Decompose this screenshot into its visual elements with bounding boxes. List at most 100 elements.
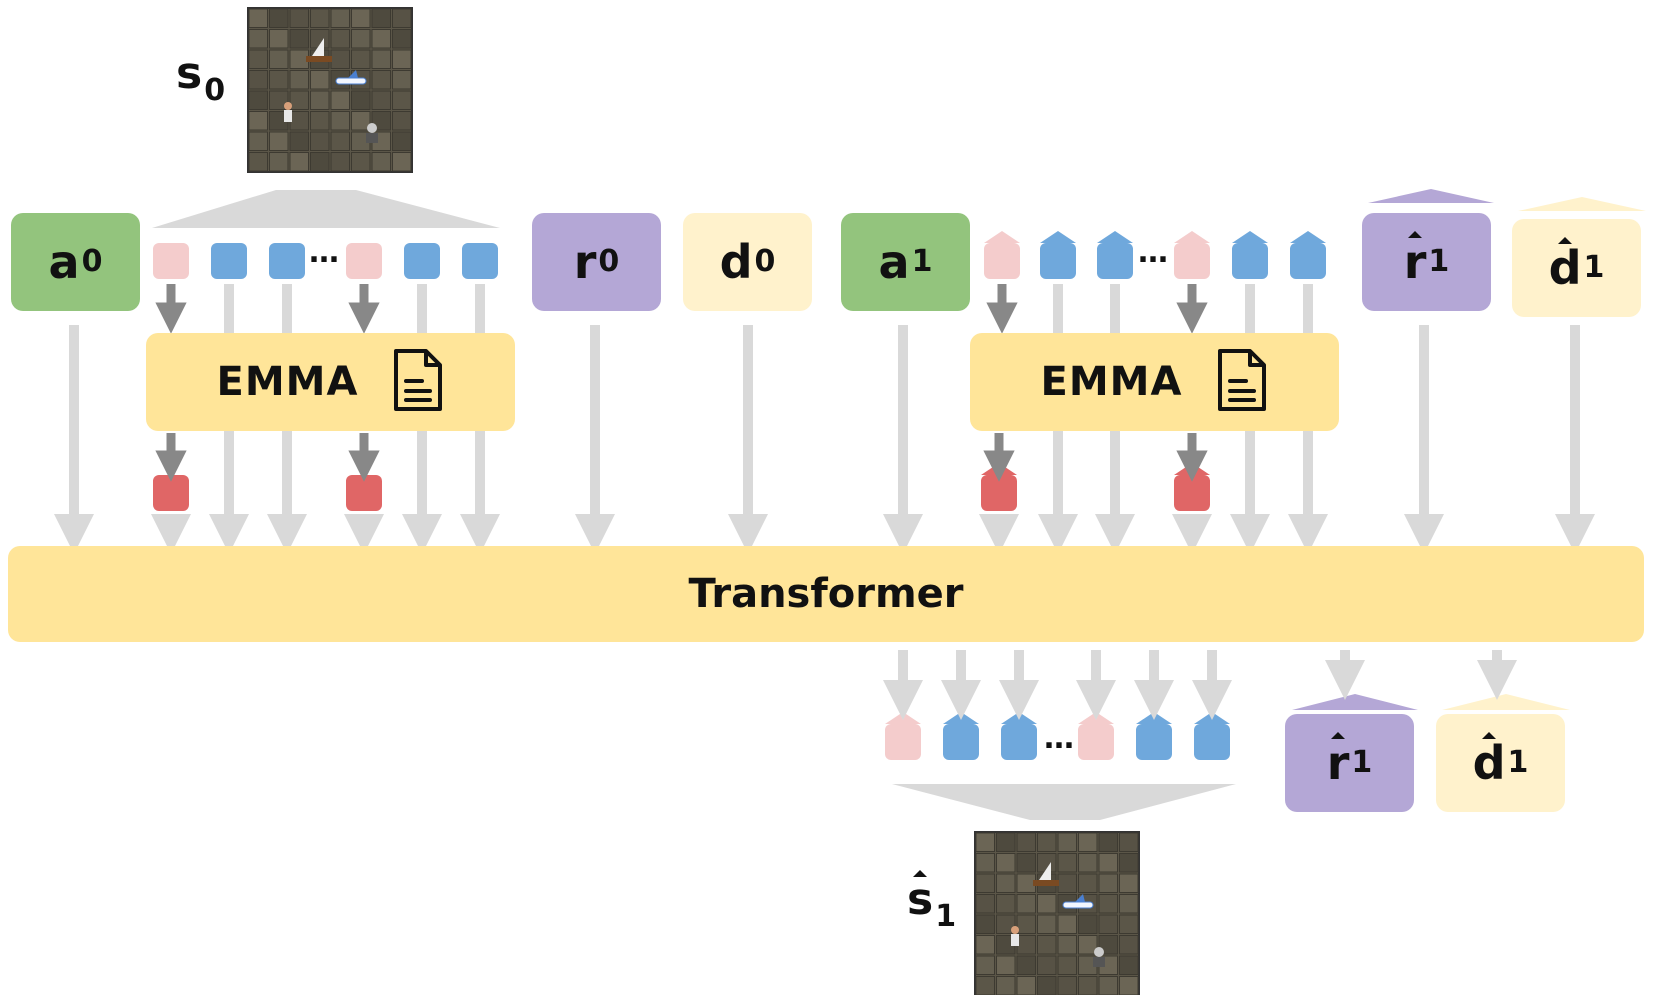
person-icon bbox=[1011, 926, 1019, 934]
boat-hull bbox=[1033, 880, 1059, 886]
document-icon bbox=[392, 347, 444, 417]
grid-tile bbox=[248, 29, 268, 49]
token-red bbox=[1174, 475, 1210, 511]
grid-tile bbox=[269, 49, 289, 69]
grid-tile bbox=[975, 873, 995, 893]
grid-tile bbox=[310, 131, 330, 151]
grid-tile bbox=[330, 90, 350, 110]
token-red bbox=[981, 475, 1017, 511]
grid-tile bbox=[1016, 914, 1036, 934]
grid-tile bbox=[310, 8, 330, 28]
token-pink bbox=[1078, 724, 1114, 760]
token-blue bbox=[1097, 243, 1133, 279]
grid-tile bbox=[289, 8, 309, 28]
grid-tile bbox=[1119, 955, 1139, 975]
grid-tile bbox=[1098, 873, 1118, 893]
grid-tile bbox=[351, 49, 371, 69]
grid-tile bbox=[330, 152, 350, 172]
state-label-s0: s0 bbox=[176, 48, 226, 108]
grid-tile bbox=[1098, 894, 1118, 914]
grid-tile bbox=[330, 8, 350, 28]
grid-tile bbox=[1078, 935, 1098, 955]
grid-tile bbox=[1098, 914, 1118, 934]
grid-tile bbox=[248, 8, 268, 28]
done-hat-bottom bbox=[1442, 694, 1570, 710]
grid-tile bbox=[269, 29, 289, 49]
token-blue bbox=[404, 243, 440, 279]
grid-tile bbox=[996, 976, 1016, 995]
grid-tile bbox=[1016, 976, 1036, 995]
grid-tile bbox=[392, 152, 412, 172]
tokens-encoded bbox=[153, 463, 1210, 511]
token-pink bbox=[885, 724, 921, 760]
grid-tile bbox=[996, 832, 1016, 852]
token-blue bbox=[1040, 243, 1076, 279]
grid-tile bbox=[1119, 873, 1139, 893]
token-blue bbox=[269, 243, 305, 279]
grid-tile bbox=[1098, 935, 1118, 955]
token-blue-hat bbox=[1097, 231, 1133, 243]
grid-tile bbox=[975, 894, 995, 914]
grid-tile bbox=[1057, 914, 1077, 934]
grid-tile bbox=[310, 70, 330, 90]
grid-tile bbox=[269, 90, 289, 110]
grid-tile bbox=[1037, 935, 1057, 955]
grid-tile bbox=[310, 152, 330, 172]
reward-hat-bottom bbox=[1292, 694, 1418, 710]
grid-tile bbox=[289, 70, 309, 90]
grid-tile bbox=[371, 152, 391, 172]
emma-label-left: EMMA bbox=[216, 359, 359, 405]
grid-tile bbox=[1037, 955, 1057, 975]
grid-tile bbox=[371, 111, 391, 131]
emma-label-right: EMMA bbox=[1040, 359, 1183, 405]
grid-tile bbox=[1016, 832, 1036, 852]
grid-tile bbox=[1078, 853, 1098, 873]
grid-tile bbox=[392, 8, 412, 28]
token-blue bbox=[1232, 243, 1268, 279]
transformer-label: Transformer bbox=[688, 571, 964, 617]
grid-tile bbox=[1057, 976, 1077, 995]
robot-body bbox=[1093, 957, 1105, 967]
grid-tile bbox=[351, 111, 371, 131]
token-blue bbox=[462, 243, 498, 279]
grid-tile bbox=[330, 29, 350, 49]
grid-tile bbox=[1119, 914, 1139, 934]
grid-tile bbox=[1119, 894, 1139, 914]
grid-tile bbox=[330, 131, 350, 151]
document-icon bbox=[1216, 347, 1268, 417]
token-pink bbox=[153, 243, 189, 279]
grid-tile bbox=[1119, 853, 1139, 873]
grid-tile bbox=[975, 832, 995, 852]
grid-tile bbox=[310, 90, 330, 110]
grid-tile bbox=[248, 90, 268, 110]
ellipsis-tokens-left: … bbox=[309, 235, 339, 270]
grid-tile bbox=[310, 111, 330, 131]
robot-icon bbox=[1094, 947, 1104, 957]
grid-tile bbox=[371, 8, 391, 28]
grid-tile bbox=[1057, 935, 1077, 955]
observation-image-s0 bbox=[247, 7, 413, 173]
grid-tile bbox=[1119, 935, 1139, 955]
grid-tile bbox=[1016, 894, 1036, 914]
grid-tile bbox=[248, 131, 268, 151]
grid-tile bbox=[289, 90, 309, 110]
grid-tile bbox=[1119, 832, 1139, 852]
grid-tile bbox=[289, 131, 309, 151]
token-pink-hat bbox=[984, 231, 1020, 243]
grid-tile bbox=[371, 90, 391, 110]
token-blue bbox=[1194, 724, 1230, 760]
grid-tile bbox=[975, 955, 995, 975]
ellipsis-tokens-right: … bbox=[1138, 235, 1168, 270]
grid-tile bbox=[371, 29, 391, 49]
detokenizer-funnel-bottom bbox=[892, 784, 1236, 820]
grid-tile bbox=[996, 914, 1016, 934]
grid-tile bbox=[392, 90, 412, 110]
token-blue-hat bbox=[1290, 231, 1326, 243]
grid-tile bbox=[1078, 976, 1098, 995]
grid-tile bbox=[996, 894, 1016, 914]
token-blue bbox=[1136, 724, 1172, 760]
